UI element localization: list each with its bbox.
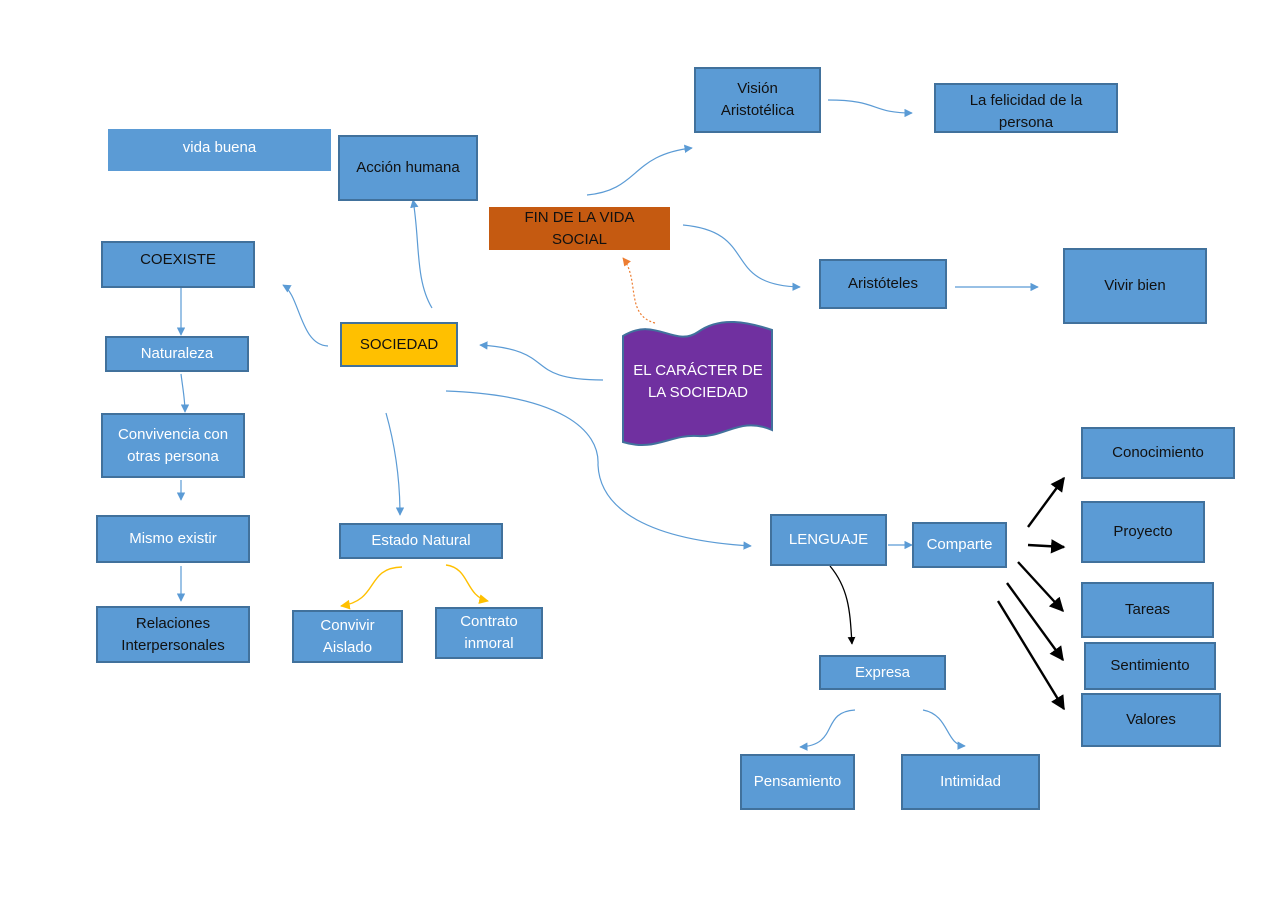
center-topic-label: EL CARÁCTER DE LA SOCIEDAD bbox=[633, 362, 763, 401]
edge-sociedad-to-lenguaje bbox=[445, 390, 752, 550]
node-convivir-aislado: Convivir Aislado bbox=[292, 610, 403, 663]
edge-estado-to-contrato bbox=[445, 564, 489, 604]
center-banner-shape bbox=[622, 321, 773, 447]
edge-fin-to-vision bbox=[586, 144, 693, 196]
node-vision-aristotelica: Visión Aristotélica bbox=[694, 67, 821, 133]
edge-caracter-to-fin bbox=[622, 257, 656, 324]
edge-expresa-to-intimidad bbox=[922, 709, 966, 750]
node-convivencia: Convivencia con otras persona bbox=[101, 413, 245, 478]
node-conocimiento: Conocimiento bbox=[1081, 427, 1235, 479]
node-accion-humana: Acción humana bbox=[338, 135, 478, 201]
node-valores: Valores bbox=[1081, 693, 1221, 747]
node-naturaleza: Naturaleza bbox=[105, 336, 249, 372]
edge-fin-to-aristoteles bbox=[682, 224, 801, 292]
node-vivir-bien: Vivir bien bbox=[1063, 248, 1207, 324]
edge-comparte-to-tareas bbox=[1017, 561, 1064, 613]
edge-naturaleza-to-convivencia bbox=[180, 373, 190, 413]
edge-sociedad-to-estado bbox=[385, 412, 405, 516]
edge-lenguaje-to-expresa bbox=[829, 565, 856, 645]
edge-comparte-to-valores bbox=[996, 600, 1066, 711]
node-fin-vida-social: FIN DE LA VIDA SOCIAL bbox=[489, 207, 670, 250]
node-comparte: Comparte bbox=[912, 522, 1007, 568]
node-contrato-inmoral: Contrato inmoral bbox=[435, 607, 543, 659]
edge-expresa-to-pensamiento bbox=[799, 709, 856, 751]
node-mismo-existir: Mismo existir bbox=[96, 515, 250, 563]
edge-caracter-to-sociedad bbox=[479, 341, 604, 381]
node-estado-natural: Estado Natural bbox=[339, 523, 503, 559]
node-expresa: Expresa bbox=[819, 655, 946, 690]
edge-comparte-to-proyecto bbox=[1027, 539, 1066, 554]
edge-estado-to-convivir bbox=[340, 566, 403, 610]
node-lenguaje: LENGUAJE bbox=[770, 514, 887, 566]
edge-comparte-to-conocimiento bbox=[1027, 476, 1065, 528]
node-proyecto: Proyecto bbox=[1081, 501, 1205, 563]
edge-comparte-to-sentimiento bbox=[1006, 582, 1064, 662]
edge-sociedad-to-coexiste bbox=[282, 284, 329, 347]
edge-sociedad-to-accion bbox=[410, 199, 433, 309]
node-tareas: Tareas bbox=[1081, 582, 1214, 638]
node-sociedad: SOCIEDAD bbox=[340, 322, 458, 367]
node-relaciones: Relaciones Interpersonales bbox=[96, 606, 250, 663]
node-pensamiento: Pensamiento bbox=[740, 754, 855, 810]
node-vida-buena: vida buena bbox=[108, 129, 331, 171]
node-felicidad: La felicidad de la persona bbox=[934, 83, 1118, 133]
edge-vision-to-felicidad bbox=[827, 99, 913, 118]
node-aristoteles: Aristóteles bbox=[819, 259, 947, 309]
node-sentimiento: Sentimiento bbox=[1084, 642, 1216, 690]
node-coexiste: COEXISTE bbox=[101, 241, 255, 288]
node-intimidad: Intimidad bbox=[901, 754, 1040, 810]
